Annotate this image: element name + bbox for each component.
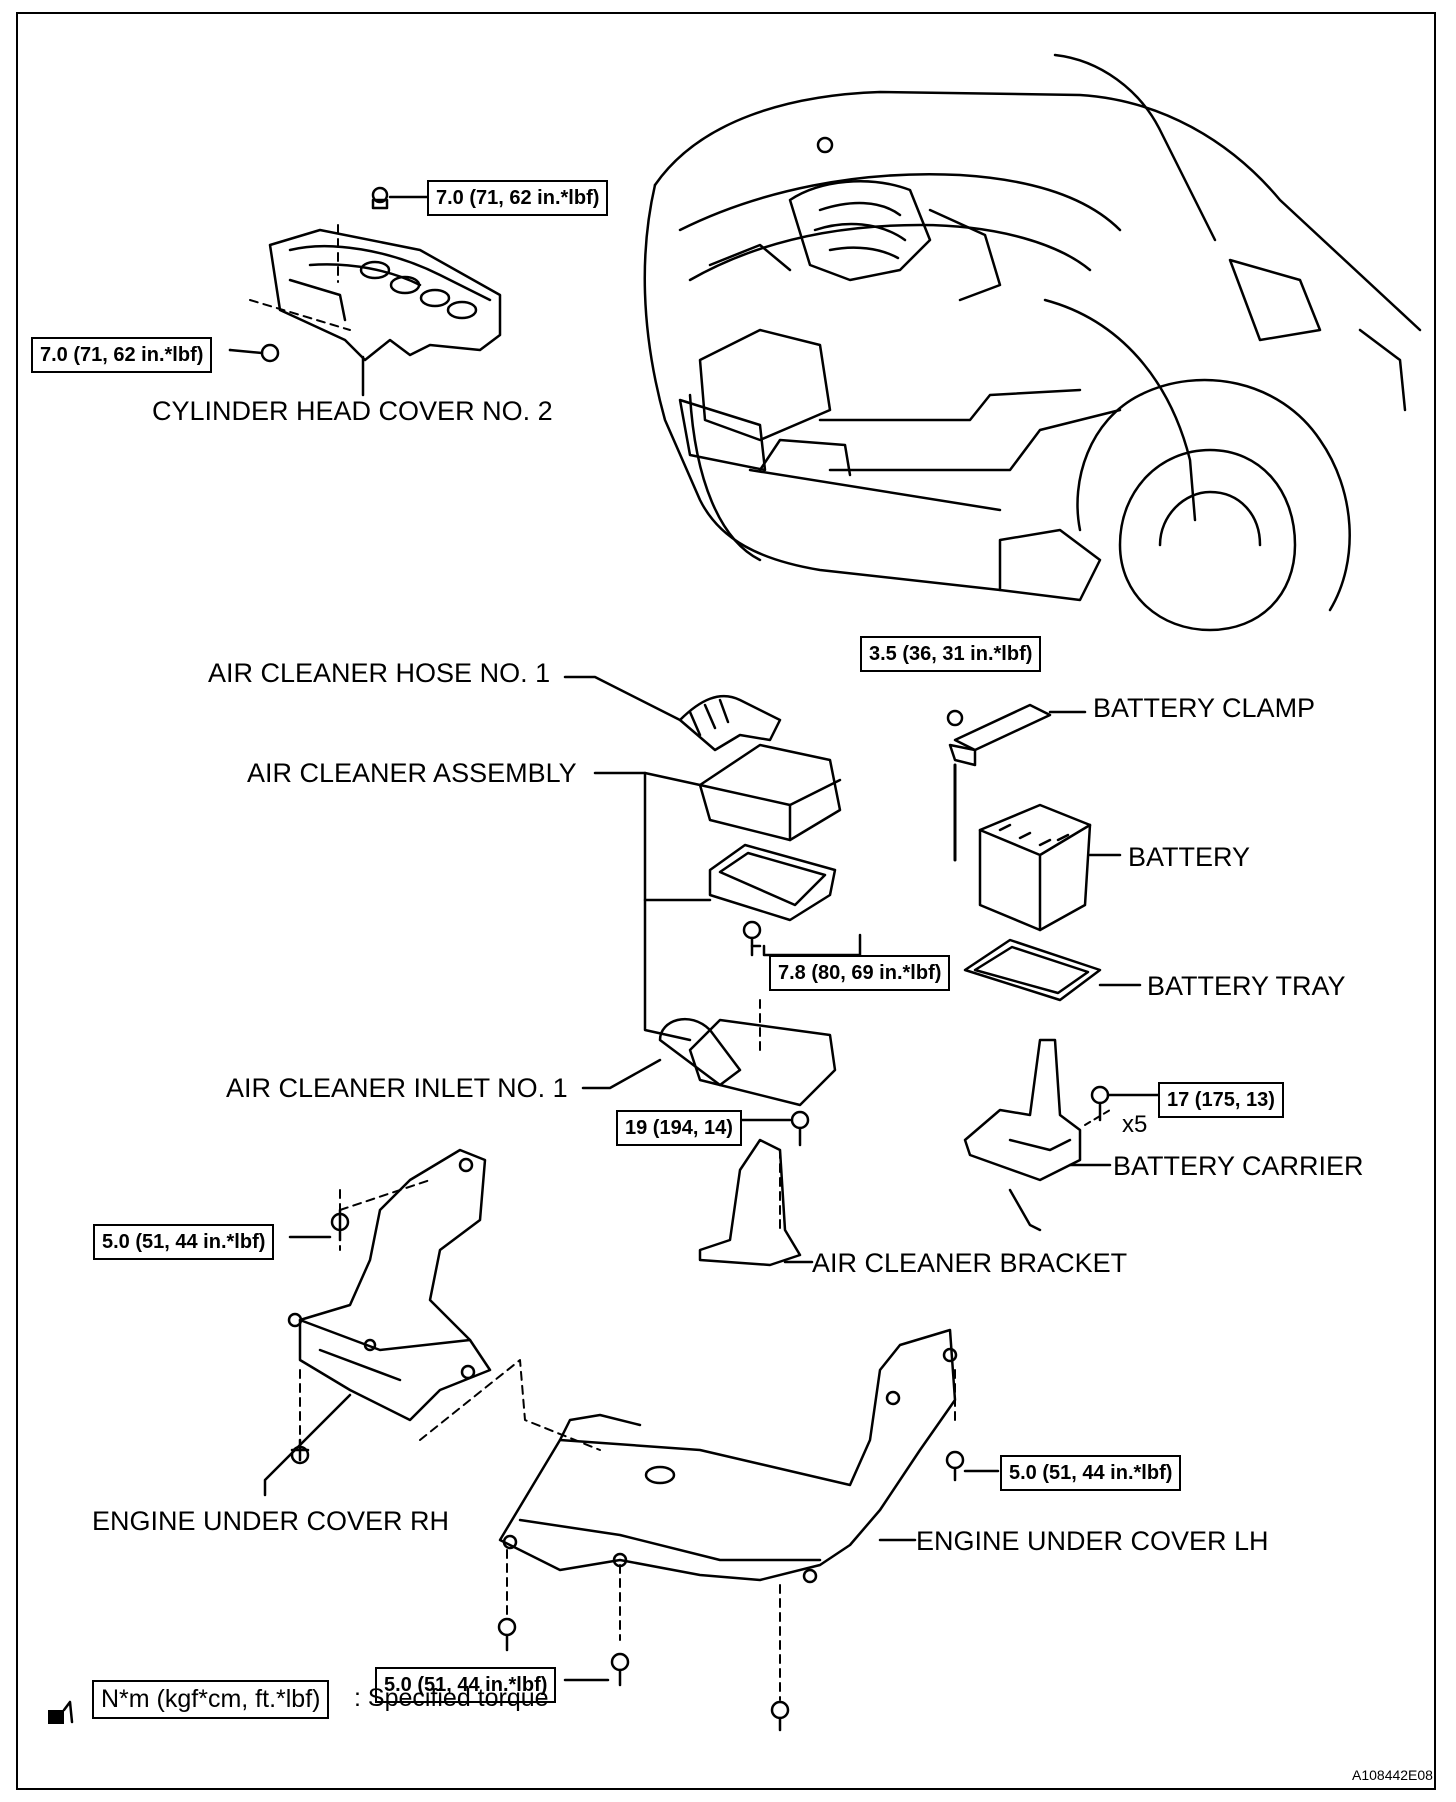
torque-air-cleaner-bracket: 19 (194, 14)	[616, 1110, 742, 1146]
quantity-label: x5	[1122, 1111, 1148, 1138]
engine-under-covers	[228, 348, 1000, 1732]
air-cleaner-parts	[563, 675, 862, 1267]
torque-head-cover-top: 7.0 (71, 62 in.*lbf)	[427, 180, 609, 216]
label-battery-carrier: BATTERY CARRIER	[1113, 1151, 1364, 1181]
label-air-cleaner-inlet: AIR CLEANER INLET NO. 1	[226, 1073, 568, 1103]
label-battery: BATTERY	[1128, 842, 1251, 872]
label-air-cleaner-assembly: AIR CLEANER ASSEMBLY	[247, 758, 577, 788]
label-air-cleaner-bracket: AIR CLEANER BRACKET	[812, 1248, 1128, 1278]
figure-code: A108442E08	[1352, 1767, 1433, 1783]
legend-description: : Specified torque	[354, 1684, 549, 1712]
vehicle-front-illustration	[643, 53, 1422, 632]
battery-parts	[946, 703, 1160, 1232]
label-engine-under-cover-lh: ENGINE UNDER COVER LH	[916, 1526, 1269, 1556]
label-air-cleaner-hose: AIR CLEANER HOSE NO. 1	[208, 658, 551, 688]
torque-battery-carrier: 17 (175, 13)	[1158, 1082, 1284, 1118]
torque-head-cover-side: 7.0 (71, 62 in.*lbf)	[31, 337, 213, 373]
label-battery-clamp: BATTERY CLAMP	[1093, 693, 1316, 723]
torque-under-cover-lh: 5.0 (51, 44 in.*lbf)	[1000, 1455, 1182, 1491]
manual-icon	[48, 1700, 74, 1724]
legend-units-box: N*m (kgf*cm, ft.*lbf)	[92, 1680, 330, 1719]
torque-battery-clamp: 3.5 (36, 31 in.*lbf)	[860, 636, 1042, 672]
torque-under-cover-rh: 5.0 (51, 44 in.*lbf)	[93, 1224, 275, 1260]
diagram-frame	[16, 12, 1436, 1790]
torque-air-cleaner-case: 7.8 (80, 69 in.*lbf)	[769, 955, 951, 991]
label-engine-under-cover-rh: ENGINE UNDER COVER RH	[92, 1506, 450, 1536]
label-cylinder-head-cover: CYLINDER HEAD COVER NO. 2	[152, 396, 553, 426]
cylinder-head-cover-part	[228, 186, 502, 397]
label-battery-tray: BATTERY TRAY	[1147, 971, 1346, 1001]
torque-under-cover-bottom: 5.0 (51, 44 in.*lbf)	[375, 1667, 557, 1703]
